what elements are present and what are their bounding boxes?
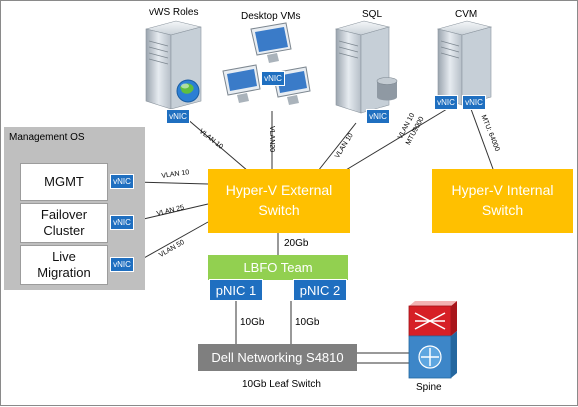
pnic2-link-label: 10Gb (295, 317, 320, 328)
migration-vnic: vNIC (110, 257, 134, 272)
cvm-vnic-internal: vNIC (462, 95, 486, 110)
spine-switch-icon (408, 301, 457, 379)
link-vws-external (185, 117, 249, 172)
desktop-vm-icon-top (250, 22, 292, 63)
cvm-label: CVM (455, 9, 478, 20)
desktop-vnic: vNIC (261, 71, 285, 86)
cvm-vnic-external: vNIC (434, 95, 458, 110)
mgmt-vnic: vNIC (110, 174, 134, 189)
pnic-2: pNIC 2 (293, 279, 347, 301)
vws-vnic: vNIC (166, 109, 190, 124)
management-os-title: Management OS (9, 132, 85, 143)
database-icon (376, 77, 398, 101)
leaf-switch-caption: 10Gb Leaf Switch (242, 379, 321, 390)
link-cvm-internal (470, 108, 494, 170)
mgmt-box: MGMT (20, 163, 108, 201)
hyperv-internal-switch: Hyper-V Internal Switch (432, 169, 573, 233)
vws-roles-label: vWS Roles (149, 7, 199, 18)
live-migration-box: Live Migration (20, 245, 108, 285)
dell-leaf-switch: Dell Networking S4810 (198, 344, 357, 371)
lbfo-team: LBFO Team (208, 255, 348, 280)
link-sql-external (317, 122, 357, 172)
hyperv-external-switch: Hyper-V External Switch (208, 169, 350, 233)
link-mgmt (134, 181, 209, 185)
cvm-server-icon (436, 20, 493, 106)
spine-label: Spine (416, 382, 442, 393)
sql-vnic: vNIC (366, 109, 390, 124)
pnic1-link-label: 10Gb (240, 317, 265, 328)
link-migration (134, 221, 209, 264)
link-failover (134, 203, 209, 222)
desktop-vlan-label: VLAN20 (268, 126, 275, 153)
pnic-1: pNIC 1 (209, 279, 263, 301)
failover-vnic: vNIC (110, 215, 134, 230)
globe-icon (176, 79, 200, 103)
desktop-vm-icon-left (222, 64, 261, 103)
sql-label: SQL (362, 9, 383, 20)
link-cvm-external (330, 108, 448, 180)
team-uplink-label: 20Gb (284, 238, 309, 249)
desktop-vms-label: Desktop VMs (241, 11, 301, 22)
failover-cluster-box: Failover Cluster (20, 203, 108, 243)
